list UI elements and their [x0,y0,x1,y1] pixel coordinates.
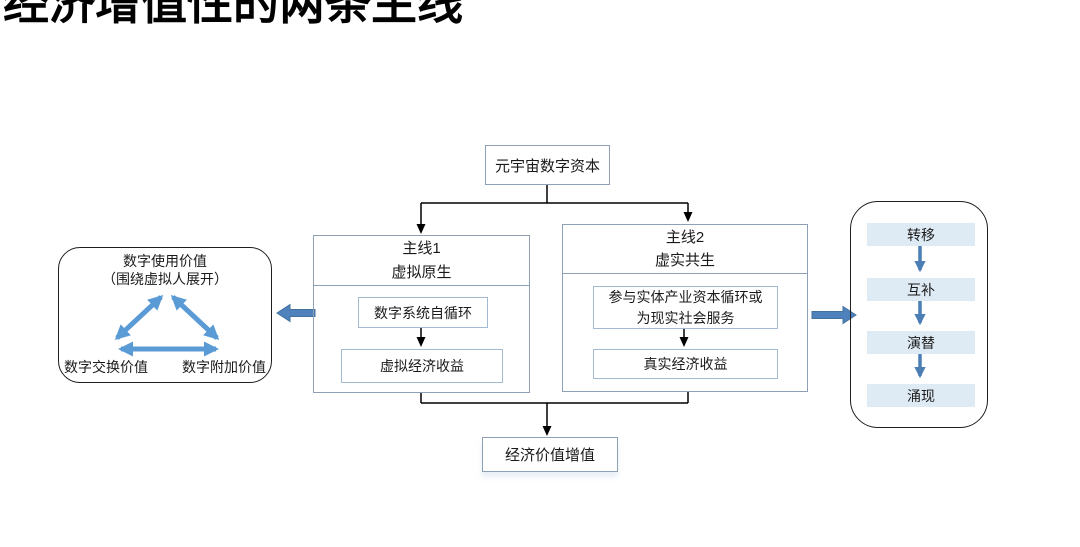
box-label: 真实经济收益 [643,356,728,372]
digital-use-value-label: 数字使用价值 （围绕虚拟人展开） [59,253,271,288]
double-arrow-icon [114,294,164,341]
box-label: 数字系统自循环 [374,304,472,321]
step-label: 演替 [907,334,935,351]
mainline-1-box: 主线1 虚拟原生 数字系统自循环 虚拟经济收益 [313,235,530,393]
flow-connector-lines [420,185,689,427]
step-complement: 互补 [867,278,975,301]
page-title: 经济增值性的两条主线 [3,0,463,29]
step-label: 互补 [907,281,935,298]
emergence-steps-panel: 转移 互补 演替 涌现 [850,201,988,428]
virtual-economic-gain-box: 虚拟经济收益 [341,349,503,383]
mainline-2-box: 主线2 虚实共生 参与实体产业资本循环或 为现实社会服务 真实经济收益 [562,224,808,392]
arrow-down-icon [416,337,426,347]
mainline-1-header: 主线1 虚拟原生 [314,236,529,286]
box-label-line1: 参与实体产业资本循环或 [608,289,763,306]
box-label: 经济价值增值 [504,447,595,464]
metaverse-digital-capital-box: 元宇宙数字资本 [485,145,610,185]
thick-arrow-left-icon [276,303,316,323]
value-triangle-arrows [114,294,220,357]
double-arrow-icon [170,294,220,341]
step-emergence: 涌现 [867,384,975,407]
economic-value-appreciation-box: 经济价值增值 [482,437,618,472]
digital-system-self-cycle-box: 数字系统自循环 [358,297,488,328]
arrow-down-icon [683,212,693,222]
box-label: 元宇宙数字资本 [494,157,600,175]
mainline-2-subtitle: 虚实共生 [654,252,715,269]
mainline-2-title: 主线2 [665,228,705,246]
value-triangle-panel: 数字使用价值 （围绕虚拟人展开） 数字交换价值 数字附加价值 [58,247,272,383]
step-succession: 演替 [867,331,975,354]
thick-arrow-right-icon [811,305,857,325]
label-line1: 数字使用价值 [123,253,207,269]
step-label: 涌现 [907,387,935,404]
step-label: 转移 [907,226,935,243]
flow-arrowheads [416,212,693,436]
mainline-1-subtitle: 虚拟原生 [391,263,452,281]
arrow-down-icon [542,426,552,436]
box-label: 虚拟经济收益 [380,358,464,374]
real-industry-capital-cycle-box: 参与实体产业资本循环或 为现实社会服务 [593,286,778,329]
box-label-line2: 为现实社会服务 [636,309,735,326]
mainline-2-header: 主线2 虚实共生 [563,225,807,274]
arrow-down-icon [679,337,689,347]
label-line2: （围绕虚拟人展开） [102,270,228,287]
mainline-1-title: 主线1 [402,240,441,258]
arrow-down-icon [416,224,426,234]
real-economic-gain-box: 真实经济收益 [593,349,778,379]
digital-exchange-value-label: 数字交换价值 [64,359,148,375]
digital-added-value-label: 数字附加价值 [182,359,266,375]
step-transfer: 转移 [867,223,975,246]
